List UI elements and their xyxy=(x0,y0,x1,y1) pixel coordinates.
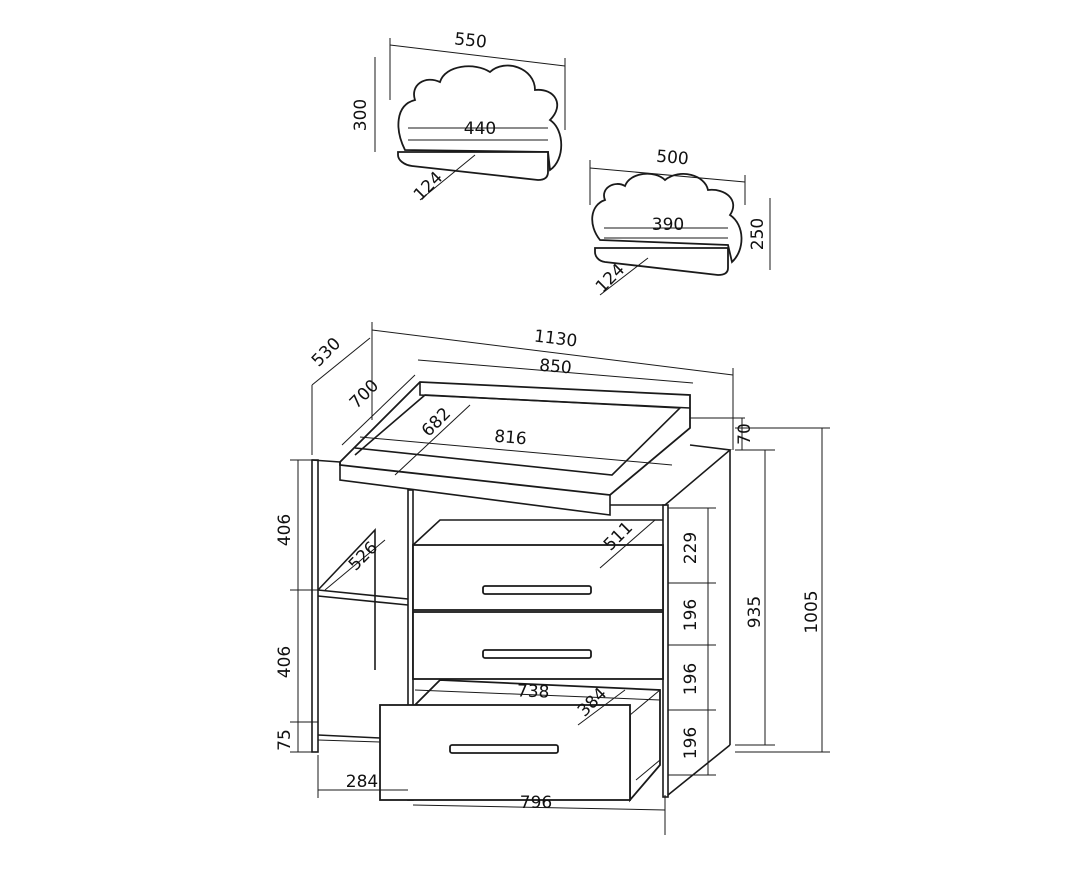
label-drawer-inner-width: 738 xyxy=(517,681,550,702)
label-drawer3-height: 196 xyxy=(681,663,701,695)
changing-chest xyxy=(311,381,732,803)
label-open-shelf-bottom: 406 xyxy=(275,646,295,678)
label-shelf-small-inner-width: 390 xyxy=(652,215,684,235)
label-shelf-large-depth: 124 xyxy=(410,168,447,205)
label-tray-inner-width: 816 xyxy=(493,427,527,450)
label-open-shelf-depth: 526 xyxy=(345,538,382,575)
label-tray-width: 850 xyxy=(538,356,572,379)
label-shelf-large-width: 550 xyxy=(453,29,487,52)
label-total-height: 1005 xyxy=(802,590,822,633)
label-depth-total: 530 xyxy=(308,334,345,371)
label-body-height: 935 xyxy=(745,596,765,628)
label-shelf-small-height: 250 xyxy=(748,218,768,250)
handle-icon xyxy=(482,585,592,595)
label-shelf-small-depth: 124 xyxy=(592,260,629,297)
label-drawer-section-width: 796 xyxy=(520,793,552,813)
drawer-2 xyxy=(412,611,664,680)
label-open-section-width: 284 xyxy=(346,772,378,792)
label-drawer1-height: 229 xyxy=(681,532,701,564)
dimension-lines xyxy=(290,38,830,835)
label-width-total: 1130 xyxy=(533,326,578,351)
drawer-1 xyxy=(412,544,664,611)
label-shelf-small-width: 500 xyxy=(655,147,689,170)
drawer-3-front xyxy=(379,704,631,801)
label-drawer2-height: 196 xyxy=(681,599,701,631)
label-tray-height: 70 xyxy=(735,423,755,445)
handle-icon xyxy=(482,649,592,659)
label-tray-depth: 700 xyxy=(346,376,383,413)
handle-icon xyxy=(449,744,559,754)
label-shelf-large-height: 300 xyxy=(351,99,371,131)
label-drawer4-height: 196 xyxy=(681,727,701,759)
label-shelf-large-inner-width: 440 xyxy=(464,119,496,139)
cloud-shelf-large xyxy=(397,64,563,181)
label-open-shelf-top: 406 xyxy=(275,514,295,546)
cloud-shelf-small xyxy=(591,172,743,276)
label-plinth-height: 75 xyxy=(275,729,295,751)
